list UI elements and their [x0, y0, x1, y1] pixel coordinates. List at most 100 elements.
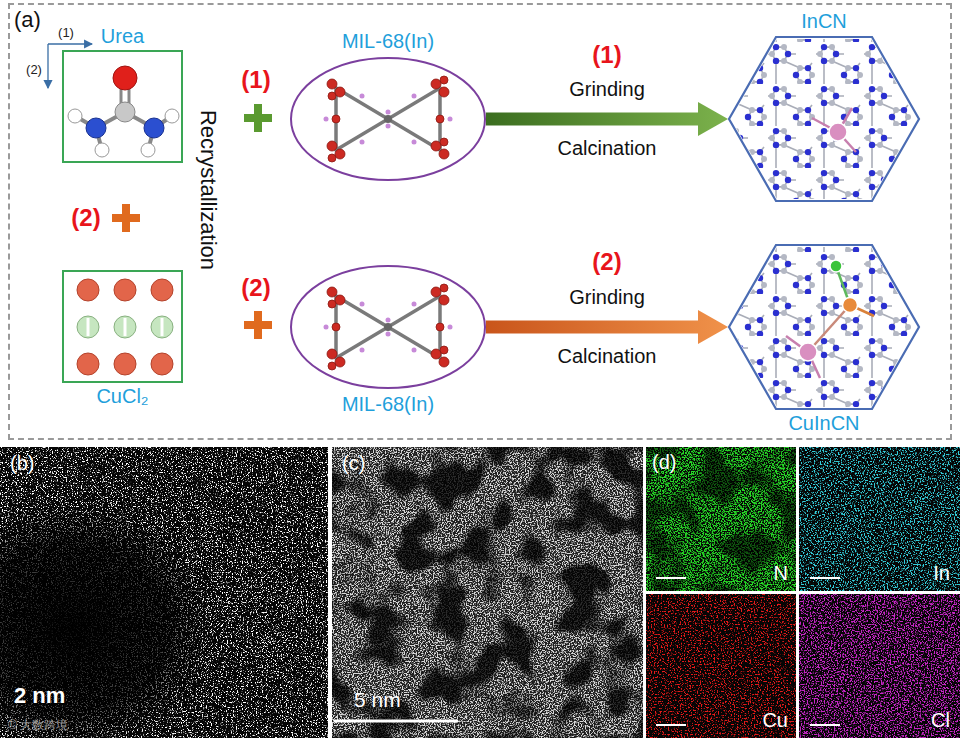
mof-structure — [335, 87, 345, 97]
eds-map-tile: Cu — [646, 594, 796, 738]
scale-label: 5 nm — [354, 688, 401, 712]
urea-molecule — [95, 143, 109, 157]
axis-arrows — [47, 44, 48, 88]
mof-structure — [324, 117, 329, 122]
mof-structure — [360, 140, 365, 145]
mof-structure — [324, 76, 453, 162]
mof-structure — [431, 141, 441, 151]
stem-image — [0, 447, 328, 738]
cucl2-lattice — [151, 279, 173, 301]
cuincn-structure — [728, 244, 920, 410]
urea-molecule — [68, 66, 179, 157]
mof-structure — [439, 87, 449, 97]
step-number: (2) — [592, 248, 621, 276]
cucl2-lattice — [161, 318, 164, 336]
ellipse-outline — [290, 57, 486, 181]
eds-map — [656, 578, 840, 725]
product-hexagon: CuInCN — [728, 244, 920, 410]
axis-arrows — [48, 43, 92, 44]
urea-molecule — [86, 118, 106, 138]
step-number: (1) — [241, 66, 270, 94]
cucl2-lattice — [77, 316, 99, 338]
plus-sign — [112, 104, 272, 339]
mof-ellipse: MIL-68(In) — [290, 265, 486, 389]
stem-image — [0, 447, 328, 738]
mof-structure — [327, 141, 337, 151]
stem-image — [332, 447, 643, 738]
urea-molecule — [115, 102, 135, 122]
eds-map-tile: In — [799, 447, 960, 591]
mof-structure — [412, 94, 417, 99]
incn-structure — [728, 36, 920, 202]
edge-label: Grinding — [569, 78, 645, 101]
stem-image — [0, 447, 328, 738]
cucl2-lattice — [77, 316, 173, 338]
cucl2-lattice — [77, 279, 173, 375]
element-label: In — [933, 562, 950, 585]
plus-sign — [254, 104, 262, 132]
compound-name: CuInCN — [788, 412, 859, 435]
mof-structure — [386, 110, 391, 115]
urea-molecule — [113, 66, 137, 90]
urea-molecule — [68, 109, 82, 123]
cucl2-lattice — [77, 279, 173, 375]
mof-structure — [335, 149, 345, 159]
stem-image — [332, 447, 643, 738]
ellipse-outline — [290, 265, 486, 389]
urea-molecule — [165, 109, 179, 123]
compound-name: Urea — [101, 25, 144, 48]
compound-name: MIL-68(In) — [342, 30, 434, 53]
panel-letter: (d) — [652, 451, 676, 474]
eds-map-tile: Cl — [799, 594, 960, 738]
cucl2-lattice — [87, 318, 90, 336]
eds-map — [799, 447, 960, 591]
incn-structure — [728, 36, 920, 202]
cucl2-lattice — [114, 279, 136, 301]
hexagon-outline — [728, 36, 920, 202]
hexagon-outline — [729, 37, 919, 201]
mof-structure — [436, 115, 444, 123]
panel-letter: (a) — [14, 7, 41, 32]
crystal-box: CuCl₂ — [62, 270, 183, 383]
element-label: N — [774, 562, 788, 585]
cuincn-structure — [843, 298, 858, 313]
mof-structure — [324, 76, 453, 370]
cucl2-lattice — [88, 318, 162, 336]
molecule-box: Urea — [62, 50, 183, 163]
axis-label: (2) — [26, 63, 42, 78]
plus-sign — [254, 311, 262, 339]
mof-structure — [336, 88, 440, 150]
eds-map — [646, 594, 796, 738]
scale-label: 2 nm — [14, 683, 65, 708]
eds-map — [646, 447, 960, 738]
step-number: (2) — [71, 204, 100, 232]
watermark: © 大数跨境 — [8, 719, 68, 733]
mof-structure — [448, 117, 453, 122]
process-label: Recrystallization — [195, 110, 220, 270]
eds-map — [646, 594, 796, 738]
eds-map — [646, 447, 796, 591]
mof-structure — [328, 154, 336, 162]
cucl2-lattice — [151, 353, 173, 375]
compound-name: MIL-68(In) — [342, 393, 434, 416]
eds-map — [799, 594, 960, 738]
eds-map — [646, 447, 796, 591]
mof-structure — [440, 76, 448, 84]
mof-structure — [336, 88, 440, 150]
incn-structure — [812, 108, 856, 152]
mof-structure — [440, 138, 448, 146]
urea-molecule — [144, 118, 164, 138]
mof-ellipse: MIL-68(In) — [290, 57, 486, 181]
mof-structure — [386, 124, 391, 129]
eds-map — [656, 724, 686, 726]
panel-frame: UreaCuCl₂MIL-68(In)MIL-68(In)InCNCuInCN(… — [8, 3, 952, 440]
eds-map — [799, 447, 960, 591]
mof-structure — [360, 94, 365, 99]
mof-structure — [324, 94, 453, 145]
mof-structure — [324, 284, 453, 370]
compound-name: CuCl₂ — [96, 385, 148, 408]
ellipse-outline — [291, 266, 485, 388]
